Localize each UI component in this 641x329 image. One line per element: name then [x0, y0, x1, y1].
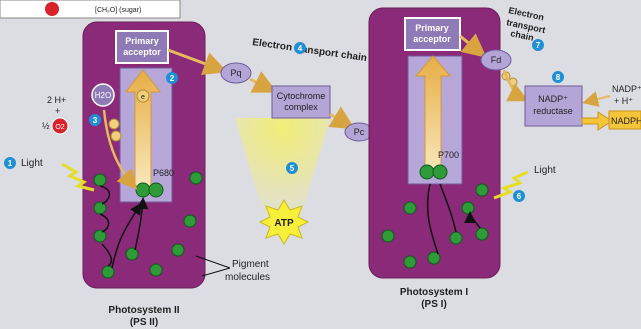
water-label: H2O [95, 91, 111, 100]
ps1-title-line2: (PS I) [421, 299, 447, 310]
atp-label: ATP [274, 218, 294, 229]
plus-label: + [55, 106, 60, 116]
ps1-title-line1: Photosystem I [400, 287, 469, 298]
hydrogen-label: 2 H+ [47, 95, 66, 105]
pq-label: Pq [230, 68, 241, 78]
reductase-line1: NADP⁺ [538, 94, 568, 104]
cytochrome-line1: Cytochrome [277, 91, 326, 101]
ps1-acceptor-line1: Primary [415, 23, 449, 33]
reductase-line2: reductase [533, 106, 573, 116]
oxygen-top-icon [45, 2, 59, 16]
ps1-acceptor-line2: acceptor [413, 34, 451, 44]
step-8: 8 [556, 73, 561, 82]
step-1: 1 [8, 159, 13, 168]
cytochrome-line2: complex [284, 102, 318, 112]
pigment-label-line2: molecules [225, 272, 270, 283]
oxygen-label: O2 [55, 124, 64, 131]
p680-chlorophyll-b [149, 183, 163, 197]
step-2: 2 [170, 74, 175, 83]
nadp-input-line1: NADP⁺ [612, 84, 641, 94]
step-7: 7 [536, 41, 541, 50]
p680-label: P680 [153, 168, 174, 178]
step-5: 5 [290, 164, 295, 173]
oxygen-half-label: ½ [42, 121, 50, 131]
pigment-label-line1: Pigment [232, 259, 269, 270]
step-6: 6 [517, 192, 522, 201]
step-4: 4 [298, 44, 303, 53]
top-box [0, 0, 180, 18]
ps2-electron-label: e [141, 94, 145, 101]
light-label-left: Light [21, 158, 43, 169]
water-electron-1 [109, 119, 119, 129]
step-3: 3 [93, 116, 98, 125]
ps2-title-line1: Photosystem II [108, 305, 179, 316]
nadp-input-line2: + H⁺ [614, 96, 633, 106]
top-box-text: [CH₂O] (sugar) [95, 7, 141, 14]
p700-chlorophyll-a [420, 165, 434, 179]
ps2-title-line2: (PS II) [130, 317, 158, 328]
p700-chlorophyll-b [433, 165, 447, 179]
water-electron-2 [111, 131, 121, 141]
light-label-right: Light [534, 165, 556, 176]
p680-chlorophyll-a [136, 183, 150, 197]
pc-label: Pc [354, 127, 365, 137]
ps2-acceptor-line1: Primary [125, 36, 159, 46]
ps2-acceptor-line2: acceptor [123, 47, 161, 57]
nadph-label: NADPH [611, 116, 641, 126]
fd-label: Fd [491, 55, 502, 65]
p700-label: P700 [438, 150, 459, 160]
